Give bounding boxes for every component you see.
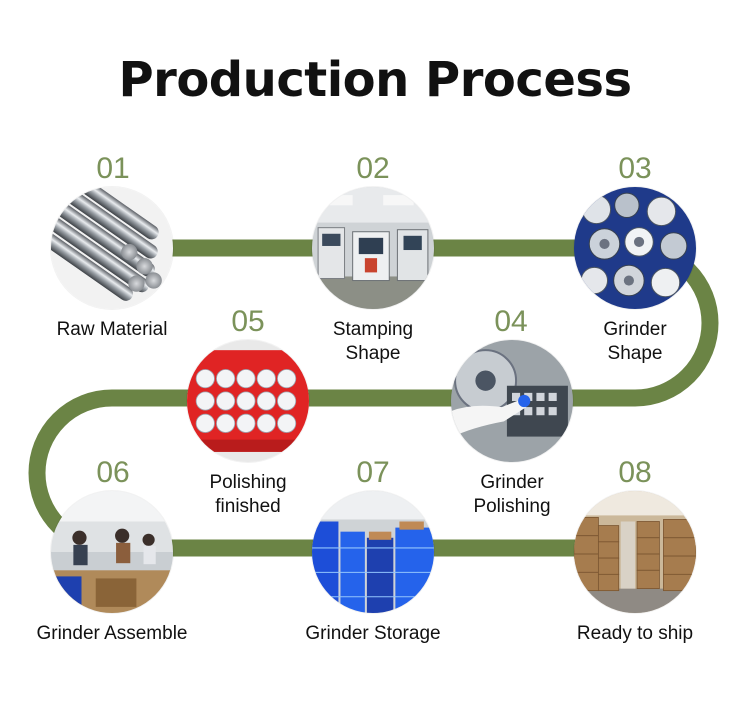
step-number-03: 03 — [618, 152, 652, 185]
step-number-05: 05 — [231, 305, 265, 338]
step-number-01: 01 — [96, 152, 130, 185]
step-label-08: Ready to ship — [576, 623, 694, 644]
step-number-08: 08 — [618, 456, 652, 489]
finished-parts-crate-photo — [187, 340, 309, 462]
step-number-02: 02 — [356, 152, 390, 185]
step-number-07: 07 — [356, 456, 390, 489]
step-number-06: 06 — [96, 456, 130, 489]
step-number-04: 04 — [494, 305, 528, 338]
step-label-01: Raw Material — [56, 319, 168, 340]
storage-crates-photo — [312, 491, 434, 613]
step-label-07: Grinder Storage — [305, 623, 441, 644]
grinder-parts-photo — [574, 187, 696, 309]
steel-rods-photo — [51, 187, 173, 309]
step-label-06: Grinder Assemble — [36, 623, 188, 644]
warehouse-boxes-photo — [574, 491, 696, 613]
stamping-machines-photo — [312, 187, 434, 309]
page-title: Production Process — [118, 52, 632, 108]
assembly-line-photo — [51, 491, 173, 613]
polishing-work-photo — [451, 340, 573, 462]
